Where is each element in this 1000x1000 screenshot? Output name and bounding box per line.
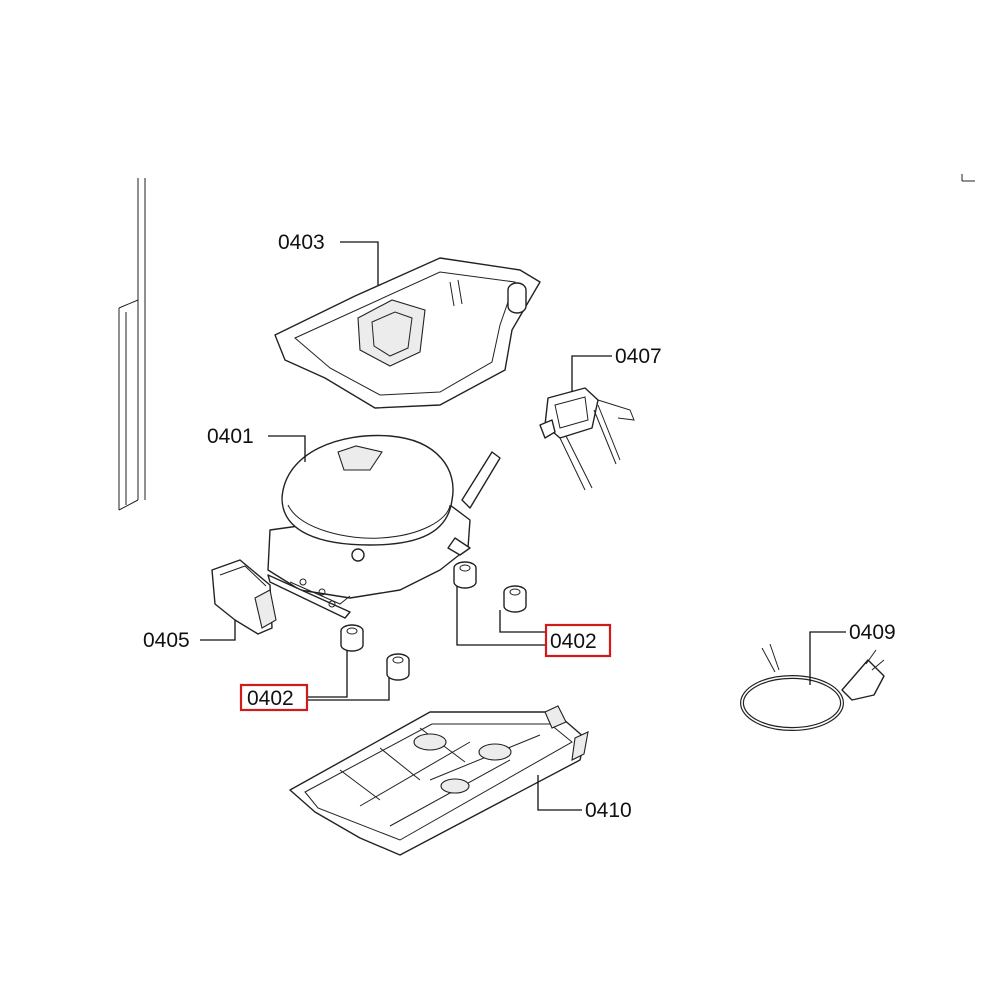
- leader-0402-left-b: [308, 678, 390, 701]
- label-0410: 0410: [585, 799, 632, 822]
- side-panel-edge: [118, 178, 146, 511]
- leader-lines: [200, 241, 846, 811]
- leader-0409: [809, 631, 846, 685]
- label-0402-right: 0402: [550, 630, 597, 653]
- grommet-lower-left: [386, 653, 410, 681]
- label-0409: 0409: [849, 621, 896, 644]
- label-0403: 0403: [278, 231, 325, 254]
- leader-0410: [537, 775, 582, 811]
- highlight-box-right: [544, 623, 612, 658]
- label-0402-left: 0402: [247, 687, 294, 710]
- grommet-mid-right: [503, 585, 527, 613]
- highlight-box-left: [239, 683, 309, 712]
- relay-part: [539, 387, 635, 491]
- compressor-part: [267, 434, 501, 619]
- grommet-mid-left: [340, 624, 364, 652]
- drip-tray-part: [274, 257, 541, 409]
- starter-cover-part: [211, 559, 277, 635]
- label-0401: 0401: [207, 425, 254, 448]
- leader-0402-right-b: [499, 610, 546, 633]
- base-tray-part: [289, 705, 589, 856]
- label-0407: 0407: [615, 345, 662, 368]
- corner-mark: [961, 174, 975, 182]
- leader-0402-right-a: [456, 586, 546, 646]
- leader-0401: [268, 435, 306, 462]
- leader-0405: [200, 620, 236, 641]
- label-0405: 0405: [143, 629, 190, 652]
- grommet-upper-right: [453, 561, 477, 589]
- leader-0402-left-a: [308, 650, 348, 698]
- power-cord-part: [740, 643, 885, 731]
- leader-0407: [571, 355, 612, 392]
- leader-0403: [340, 241, 379, 285]
